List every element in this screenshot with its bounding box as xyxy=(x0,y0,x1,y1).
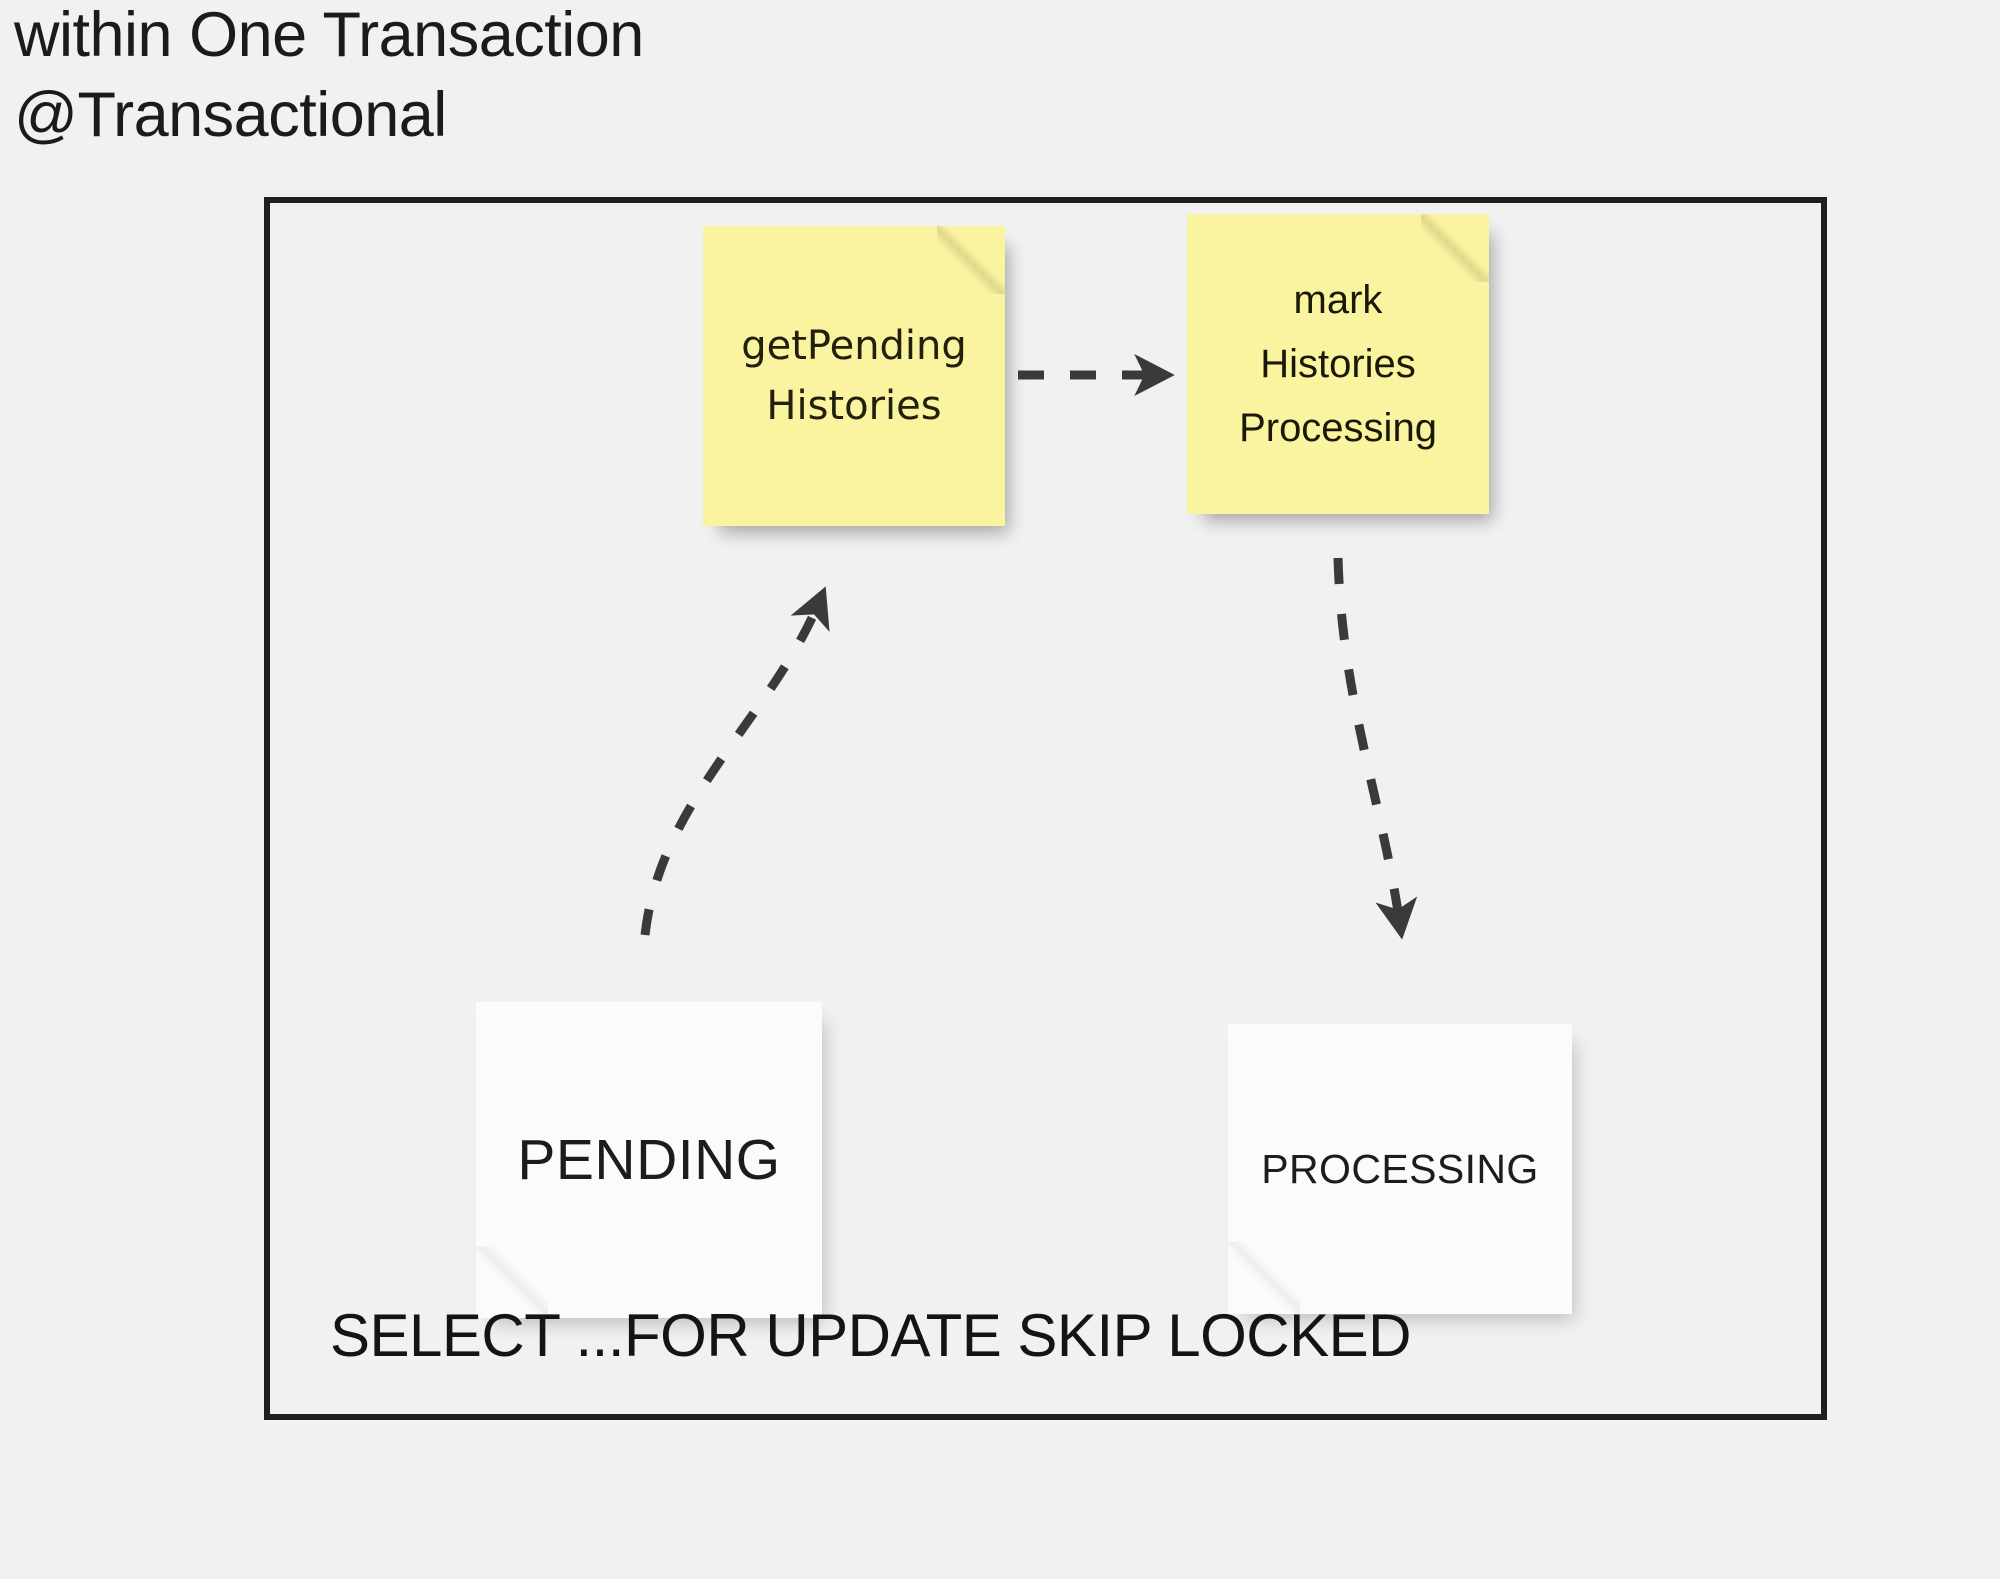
heading-line-2: @Transactional xyxy=(14,80,447,150)
sticky-note-mark-histories-processing-line-3: Processing xyxy=(1239,406,1437,450)
sticky-note-get-pending-histories-text: getPending Histories xyxy=(703,316,1005,436)
sticky-note-mark-histories-processing-line-1: mark xyxy=(1293,278,1383,322)
sticky-note-mark-histories-processing[interactable]: mark Histories Processing xyxy=(1187,214,1489,514)
sticky-note-mark-histories-processing-line-2: Histories xyxy=(1260,342,1416,386)
heading-line-1: within One Transaction xyxy=(14,0,644,70)
sticky-note-mark-histories-processing-text: mark Histories Processing xyxy=(1187,268,1489,460)
sticky-note-get-pending-histories[interactable]: getPending Histories xyxy=(703,226,1005,526)
state-note-processing[interactable]: PROCESSING xyxy=(1228,1024,1572,1314)
sticky-note-get-pending-histories-line-2: Histories xyxy=(766,383,942,429)
state-note-pending[interactable]: PENDING xyxy=(476,1002,822,1318)
state-note-processing-label: PROCESSING xyxy=(1261,1146,1539,1192)
sticky-note-get-pending-histories-line-1: getPending xyxy=(741,323,967,369)
sql-caption: SELECT ...FOR UPDATE SKIP LOCKED xyxy=(330,1302,1411,1369)
transaction-boundary-frame xyxy=(264,197,1827,1420)
state-note-pending-label: PENDING xyxy=(517,1128,781,1192)
